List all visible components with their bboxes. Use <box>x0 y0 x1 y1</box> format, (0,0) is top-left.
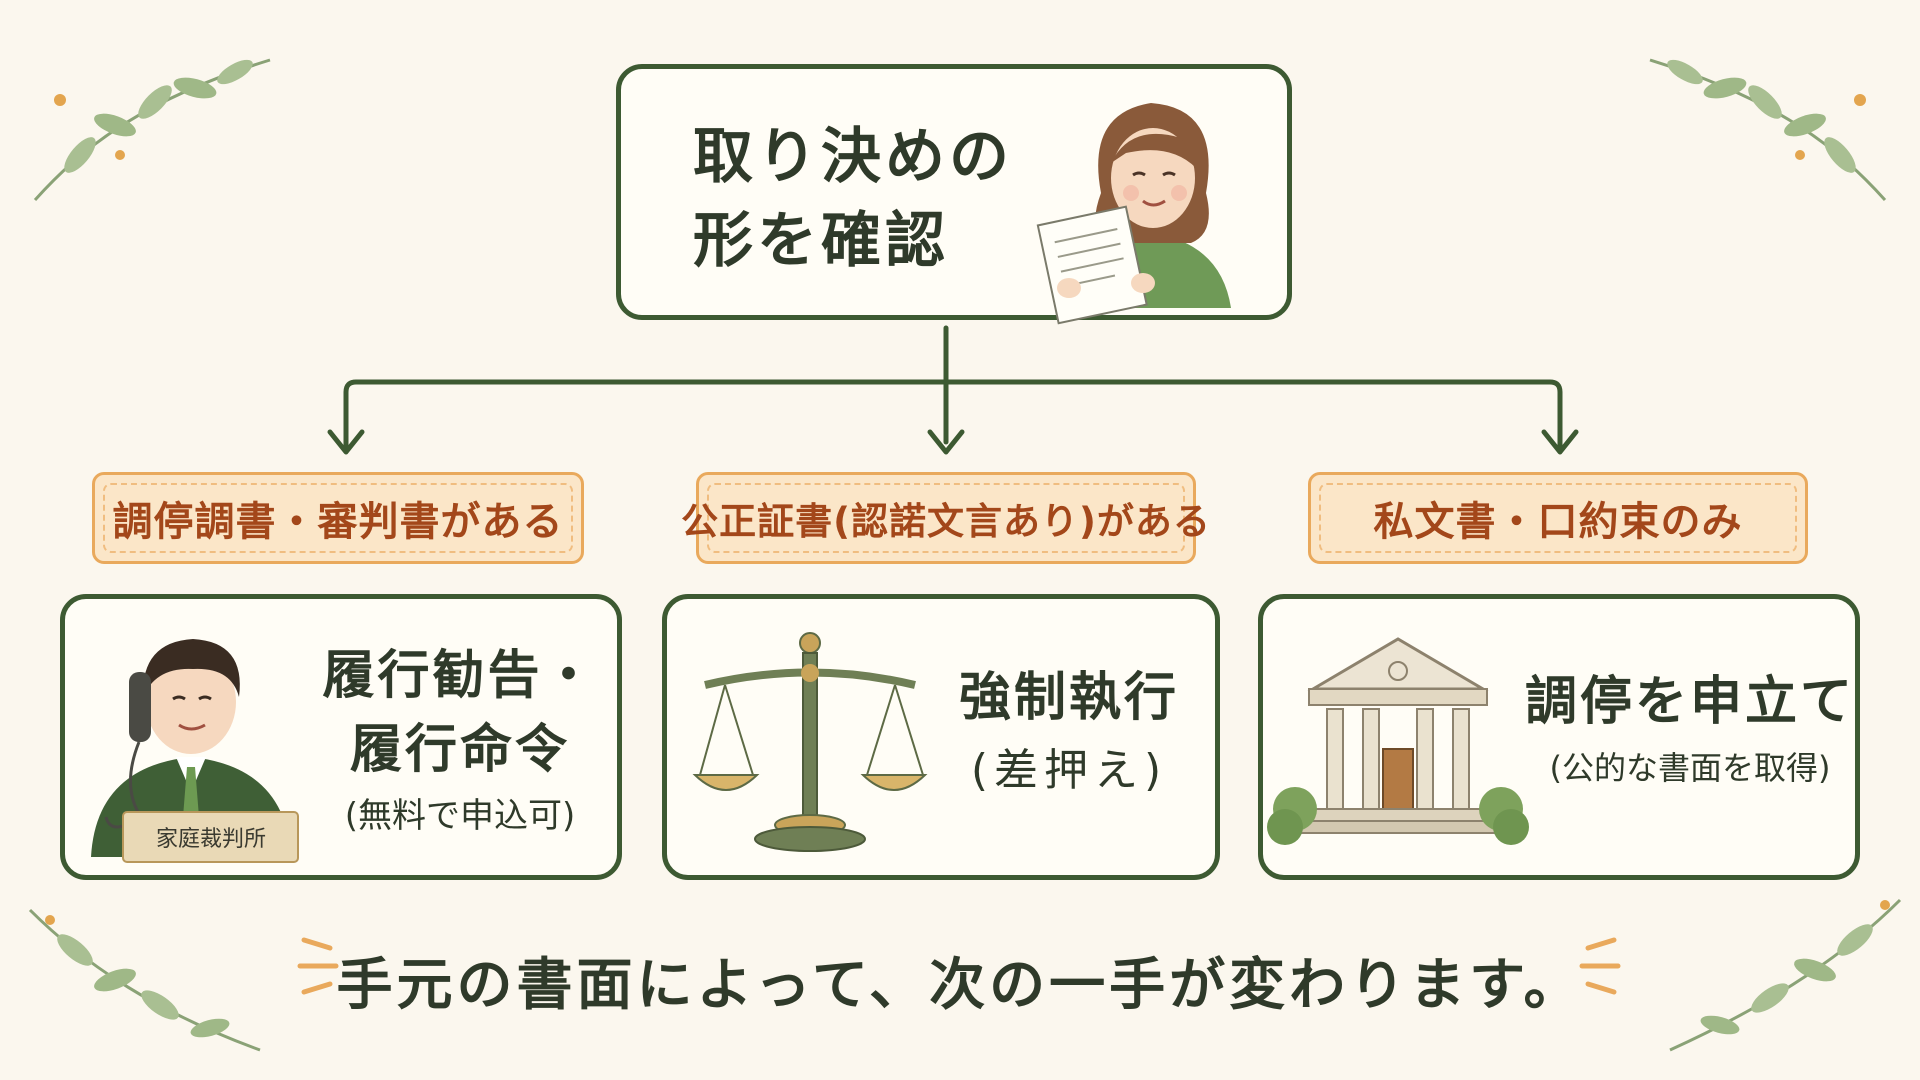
phone-clerk-icon: 家庭裁判所 <box>91 639 299 863</box>
branch-label-private-document: 私文書・口約束のみ <box>1308 472 1808 564</box>
card-title-line1: 強制執行 <box>958 668 1179 728</box>
result-card-file-mediation: 調停を申立て (公的な書面を取得) <box>1258 594 1860 880</box>
branch-label-notarized-deed: 公正証書(認諾文言あり)がある <box>681 472 1210 564</box>
leaf-branch-icon <box>33 58 271 202</box>
court-sign: 家庭裁判所 <box>156 827 266 852</box>
card-note: (差押え) <box>970 745 1168 796</box>
card-title-line2: 履行命令 <box>349 720 570 780</box>
leaf-branch-icon <box>1669 898 1902 1052</box>
leaf-branch-icon <box>28 908 261 1052</box>
card-note: (公的な書面を取得) <box>1549 749 1831 787</box>
courthouse-icon <box>1267 637 1529 845</box>
branch-label-mediation-record: 調停調書・審判書がある <box>92 472 584 564</box>
footer-caption: 手元の書面によって、次の一手が変わります。 <box>336 953 1584 1018</box>
root-decision-box: 取り決めの形を確認 <box>616 64 1292 325</box>
result-card-enforcement: 強制執行 (差押え) <box>662 594 1220 880</box>
accent-dashes-right <box>1579 937 1621 995</box>
card-title-line1: 調停を申立て <box>1525 672 1856 732</box>
scales-icon <box>692 632 928 852</box>
result-card-compliance-order: 家庭裁判所 履行勧告・ 履行命令 (無料で申込可) <box>60 594 622 880</box>
root-title: 取り決めの形を確認 <box>693 122 1013 276</box>
leaf-branch-icon <box>1649 58 1887 202</box>
accent-dashes-left <box>297 937 339 995</box>
card-title-line1: 履行勧告・ <box>322 646 598 706</box>
card-note: (無料で申込可) <box>344 796 576 836</box>
woman-reading-icon <box>1036 103 1231 325</box>
